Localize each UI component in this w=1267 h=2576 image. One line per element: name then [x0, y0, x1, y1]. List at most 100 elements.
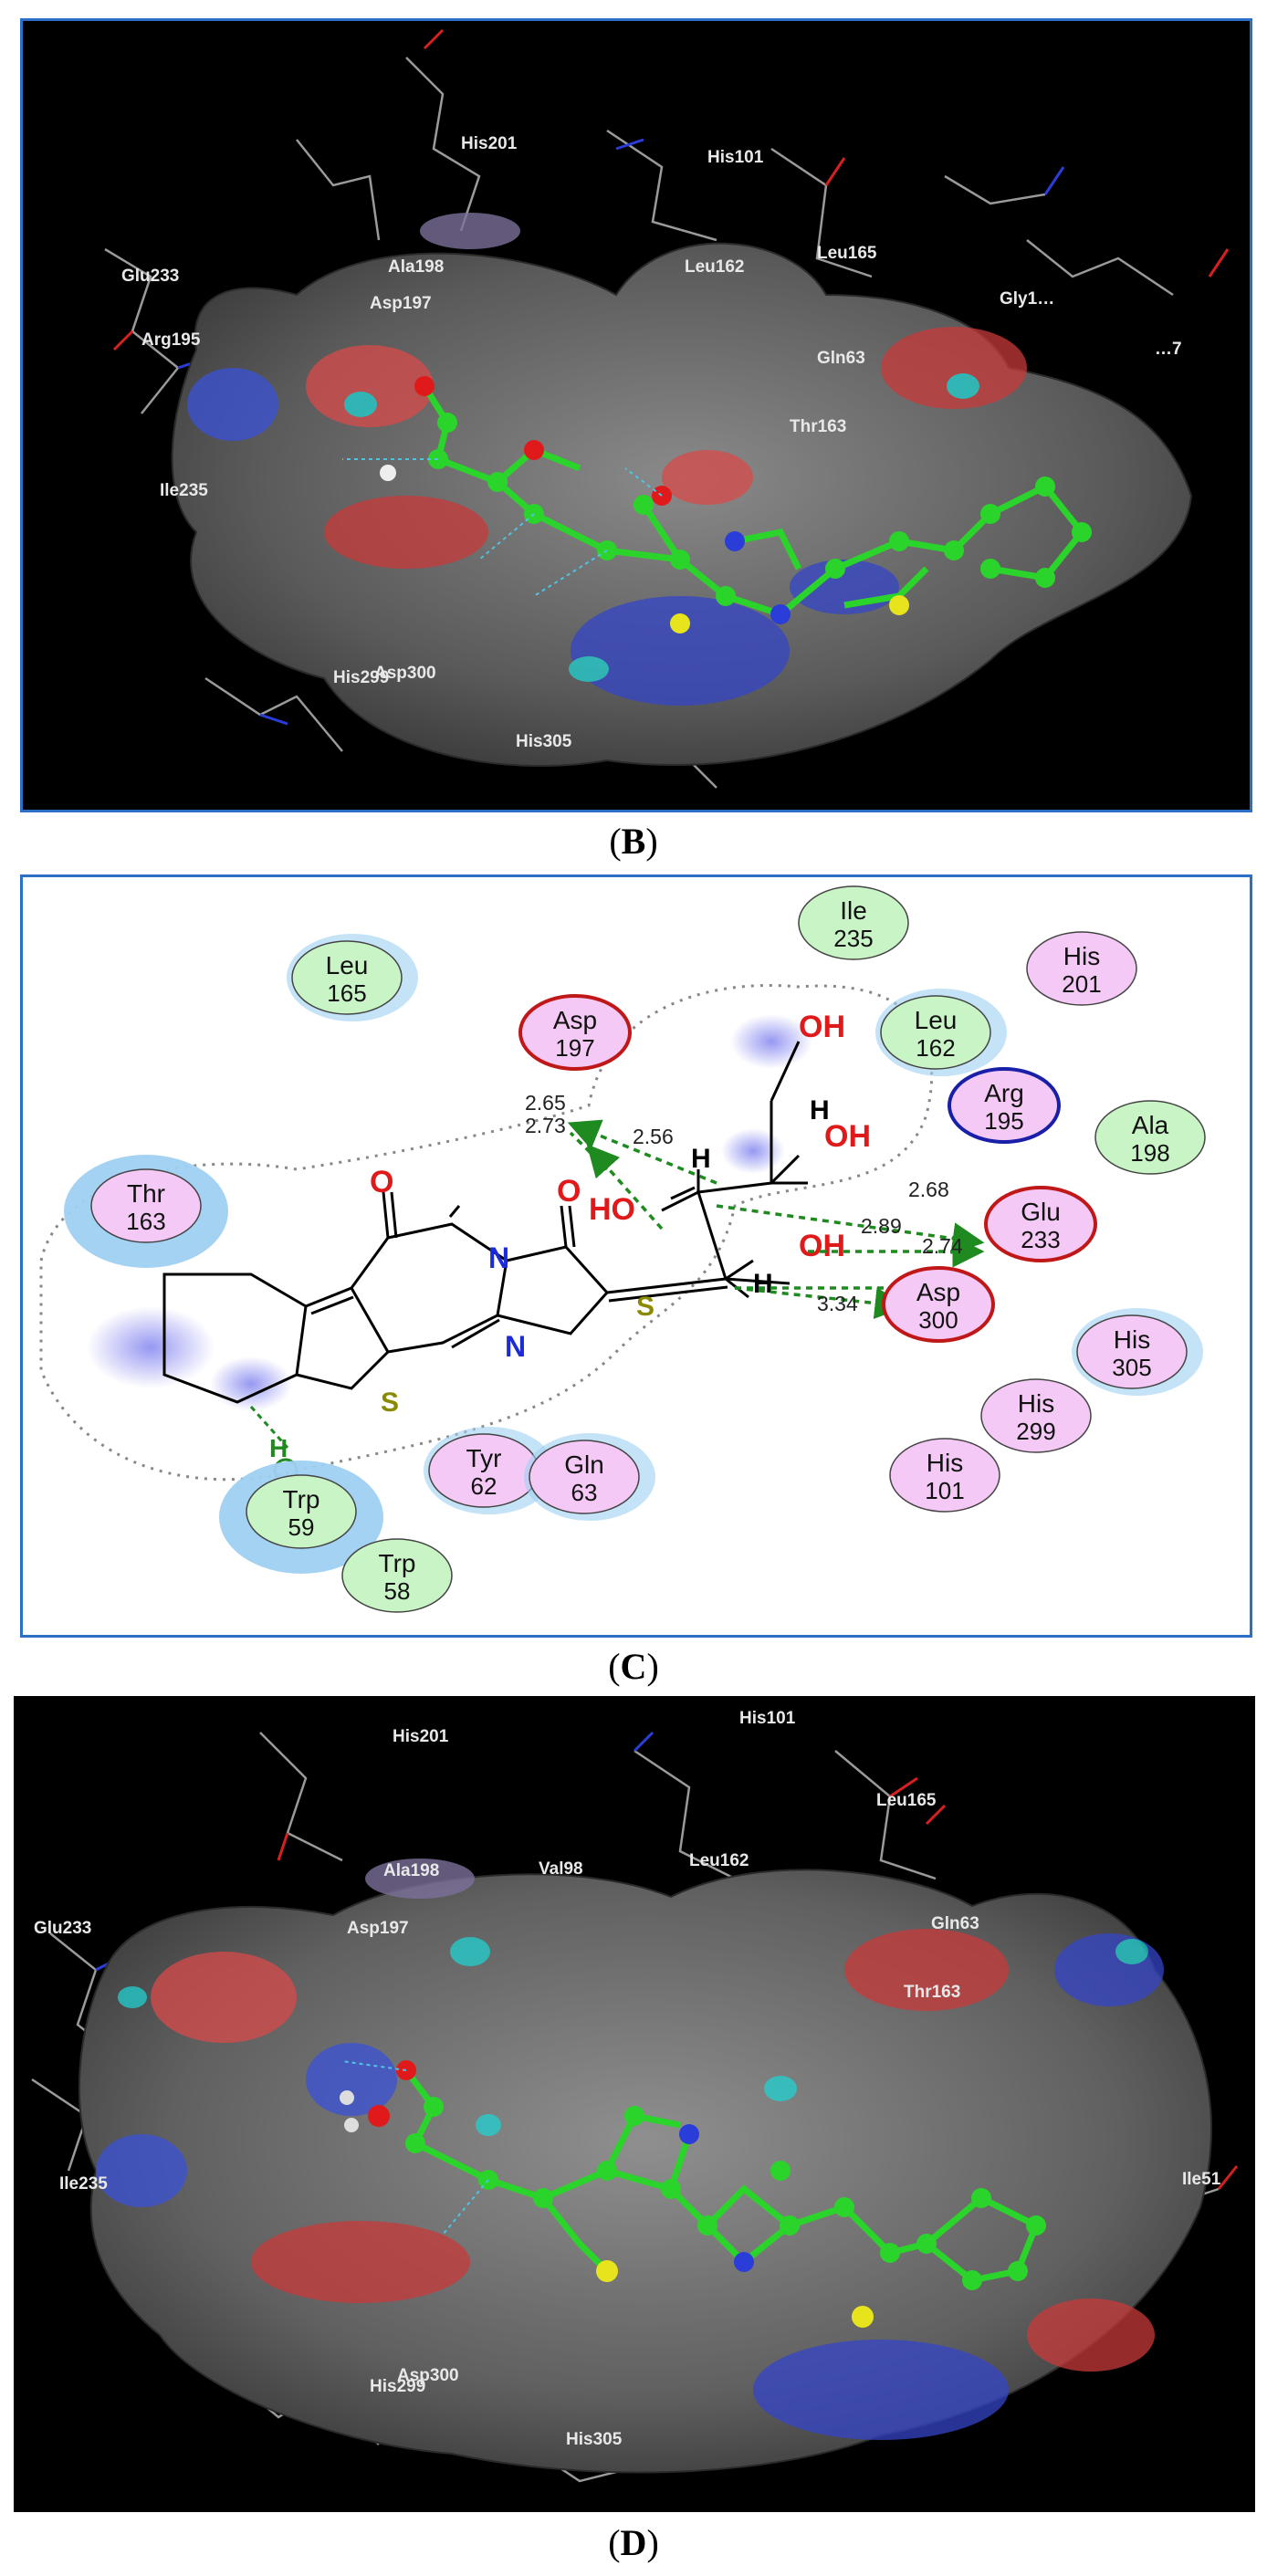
surface-charge-patches	[96, 1929, 1164, 2440]
atom-n: N	[505, 1330, 526, 1363]
residue-number: 197	[555, 1034, 594, 1062]
distance-label: 2.89	[861, 1214, 902, 1238]
distance-label: 2.65	[525, 1091, 566, 1115]
residue-name: Gln	[564, 1450, 604, 1479]
res-label-d: Glu233	[34, 1919, 91, 1938]
surface-charge-patches	[187, 327, 1027, 706]
residue-name: Ala	[1132, 1111, 1169, 1139]
residue-name: His	[1018, 1389, 1054, 1418]
atom-s: S	[381, 1387, 399, 1418]
solvent-halos	[87, 1014, 812, 1411]
residue-number: 195	[984, 1107, 1023, 1135]
residue-his-101: His101	[889, 1438, 1000, 1513]
residue-number: 201	[1062, 970, 1101, 998]
residue-gln-63: Gln63	[524, 1433, 655, 1521]
res-label-d: Gln63	[931, 1914, 979, 1933]
res-label-b: His201	[461, 134, 518, 153]
residue-asp-300: Asp300	[882, 1266, 995, 1343]
res-label-d: His305	[566, 2430, 623, 2449]
residue-name: Asp	[553, 1006, 597, 1034]
residue-name: His	[1063, 942, 1100, 970]
atom-h: H	[753, 1269, 773, 1299]
res-label-d: His299	[370, 2377, 425, 2396]
panel-b-residue-labels: His201 His101 Ala198 Leu162 Leu165 Glu23…	[121, 134, 1182, 751]
residue-name: Ile	[840, 896, 867, 925]
res-label-b: Leu162	[685, 257, 744, 277]
panel-label-b: (B)	[609, 821, 658, 862]
res-label-d: His201	[393, 1727, 449, 1746]
res-label-b: Arg195	[141, 330, 201, 350]
residue-number: 59	[288, 1513, 315, 1541]
hbond-arrows	[567, 1119, 985, 1320]
panel-c-interaction-diagram: OH OH H H HO OH H O O N N S S H 2.65	[20, 874, 1252, 1638]
panel-label-c: (C)	[608, 1646, 659, 1687]
atom-h: H	[810, 1095, 830, 1126]
stereo-bonds	[661, 1154, 808, 1299]
distance-label: 2.74	[922, 1234, 963, 1258]
hbond-lines	[341, 2060, 489, 2236]
atom-o: O	[370, 1165, 393, 1199]
residue-name: Arg	[984, 1079, 1024, 1107]
panel-c-svg: OH OH H H HO OH H O O N N S S H 2.65	[39, 885, 1206, 1613]
residue-number: 233	[1021, 1226, 1060, 1253]
hbond-lines	[342, 458, 663, 597]
res-label-b: His101	[707, 148, 764, 167]
res-label-b: His299	[333, 668, 389, 687]
residue-leu-165: Leu165	[287, 934, 418, 1021]
residue-name: Glu	[1021, 1198, 1061, 1226]
residue-name: Asp	[916, 1278, 960, 1306]
res-label-d: Leu162	[689, 1851, 749, 1870]
res-label-d: Asp197	[347, 1919, 409, 1938]
atom-h: H	[691, 1144, 711, 1174]
ligand-skeleton	[162, 1041, 801, 1404]
res-label-b: Thr163	[790, 417, 846, 436]
res-label-d: Val98	[539, 1859, 583, 1879]
residue-name: Thr	[127, 1179, 165, 1208]
res-label-b: Asp300	[374, 664, 436, 683]
res-label-b: Gly1…	[1000, 289, 1054, 309]
distance-label: 2.68	[908, 1178, 949, 1201]
res-label-b: His305	[516, 732, 572, 751]
residue-number: 63	[571, 1479, 598, 1506]
panel-label-d: (D)	[608, 2522, 659, 2563]
residue-name: His	[1114, 1325, 1150, 1354]
panel-b-docking-image: His201 His101 Ala198 Leu162 Leu165 Glu23…	[20, 18, 1252, 812]
residue-leu-162: Leu162	[875, 989, 1007, 1076]
res-label-b: Gln63	[817, 349, 865, 368]
residue-number: 162	[916, 1034, 955, 1062]
panel-b-render: His201 His101 Ala198 Leu162 Leu165 Glu23…	[104, 28, 1230, 789]
res-label-d: Thr163	[904, 1983, 960, 2002]
panel-d-docking-image: His101 His201 Leu165 Ala198 Val98 Leu162…	[14, 1696, 1255, 2512]
panel-d-render: His101 His201 Leu165 Ala198 Val98 Leu162…	[31, 1709, 1239, 2483]
res-label-d: His101	[739, 1709, 796, 1728]
ligand-atoms	[340, 2060, 1046, 2328]
trp-h-label: H	[269, 1434, 288, 1462]
residue-name: Leu	[326, 951, 369, 979]
atom-oh: OH	[824, 1119, 871, 1154]
residue-name: Leu	[915, 1006, 958, 1034]
distance-label: 2.56	[633, 1125, 674, 1148]
res-label-b: …7	[1155, 340, 1182, 359]
atom-oh: OH	[799, 1010, 845, 1044]
residue-number: 163	[126, 1208, 165, 1235]
red-bonds	[112, 28, 1230, 351]
residue-number: 165	[327, 979, 366, 1007]
res-label-b: Asp197	[370, 294, 432, 313]
residue-number: 101	[925, 1477, 964, 1504]
atom-o: O	[557, 1174, 581, 1209]
residue-number: 300	[918, 1306, 958, 1334]
residue-number: 235	[833, 925, 873, 952]
residue-number: 305	[1112, 1354, 1151, 1381]
residue-ile-235: Ile235	[798, 885, 909, 960]
residue-number: 198	[1130, 1139, 1169, 1167]
res-label-b: Ala198	[388, 257, 444, 277]
protein-surface	[78, 1869, 1212, 2474]
residue-glu-233: Glu233	[984, 1186, 1097, 1262]
residue-his-305: His305	[1072, 1308, 1203, 1396]
res-label-b: Ile235	[160, 481, 208, 500]
atom-ho: HO	[589, 1192, 635, 1227]
